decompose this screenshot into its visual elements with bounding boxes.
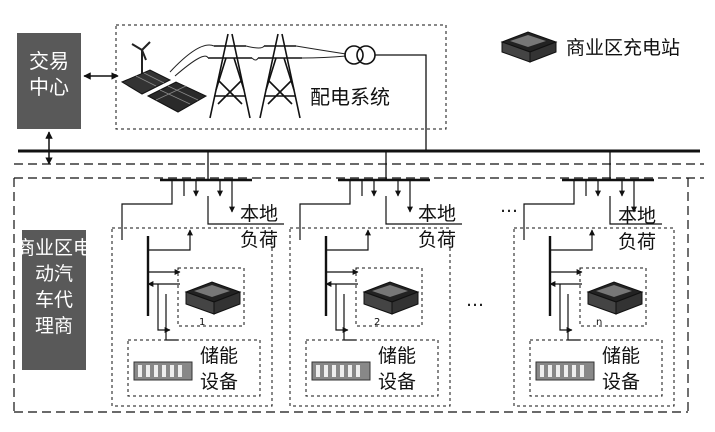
station-unit-n: n 储能 设备 本地 负荷 (513, 151, 675, 407)
station-index: 1 (199, 317, 205, 328)
ev-aggregator-line3: 车代 (35, 289, 73, 311)
charging-station-icon (362, 281, 420, 315)
storage-line2: 设备 (378, 371, 416, 393)
charging-station-icon (586, 281, 644, 315)
storage-line1: 储能 (200, 345, 238, 367)
ev-aggregator-line1: 商业区电 (16, 237, 92, 259)
solar-panel-icon (120, 69, 208, 113)
distribution-system-label: 配电系统 (310, 85, 390, 109)
storage-line2: 设备 (200, 371, 238, 393)
storage-line1: 储能 (602, 345, 640, 367)
trading-center-line2: 中心 (29, 75, 69, 99)
transformer-icon (344, 45, 376, 65)
storage-line1: 储能 (378, 345, 416, 367)
local-load-line2: 负荷 (418, 229, 456, 251)
ellipsis-top: … (500, 196, 518, 217)
station-index: n (596, 317, 602, 328)
legend: 商业区充电站 (500, 31, 680, 63)
local-load-line2: 负荷 (240, 229, 278, 251)
local-load-line1: 本地 (240, 203, 278, 225)
distribution-system: 配电系统 (115, 24, 447, 150)
wind-turbine-icon (131, 41, 151, 76)
ev-aggregator-line2: 动汽 (35, 263, 73, 285)
station-unit-2: 2 储能 设备 本地 负荷 (289, 151, 462, 407)
transmission-tower-icon (208, 33, 252, 119)
charging-station-icon (500, 31, 558, 63)
local-load-line1: 本地 (418, 203, 456, 225)
ev-aggregator-line4: 理商 (35, 315, 73, 337)
station-unit-1: 1 储能 设备 本地 负荷 (111, 151, 284, 407)
power-lines (169, 44, 347, 77)
ellipsis-mid: … (466, 290, 484, 311)
battery-rack-icon (133, 361, 193, 381)
ev-aggregator: 商业区电 动汽 车代 理商 (16, 230, 92, 370)
battery-rack-icon (535, 361, 595, 381)
local-load-line2: 负荷 (618, 231, 656, 253)
trading-center-line1: 交易 (29, 49, 69, 73)
battery-rack-icon (311, 361, 371, 381)
legend-label: 商业区充电站 (566, 37, 680, 59)
transformer-to-bus-line (375, 54, 427, 150)
local-load-line1: 本地 (618, 205, 656, 227)
aggregator-boundary (13, 163, 704, 413)
trading-center: 交易 中心 (17, 33, 81, 129)
storage-line2: 设备 (602, 371, 640, 393)
transmission-tower-icon (258, 33, 302, 119)
station-index: 2 (374, 317, 380, 328)
charging-station-icon (184, 281, 242, 315)
